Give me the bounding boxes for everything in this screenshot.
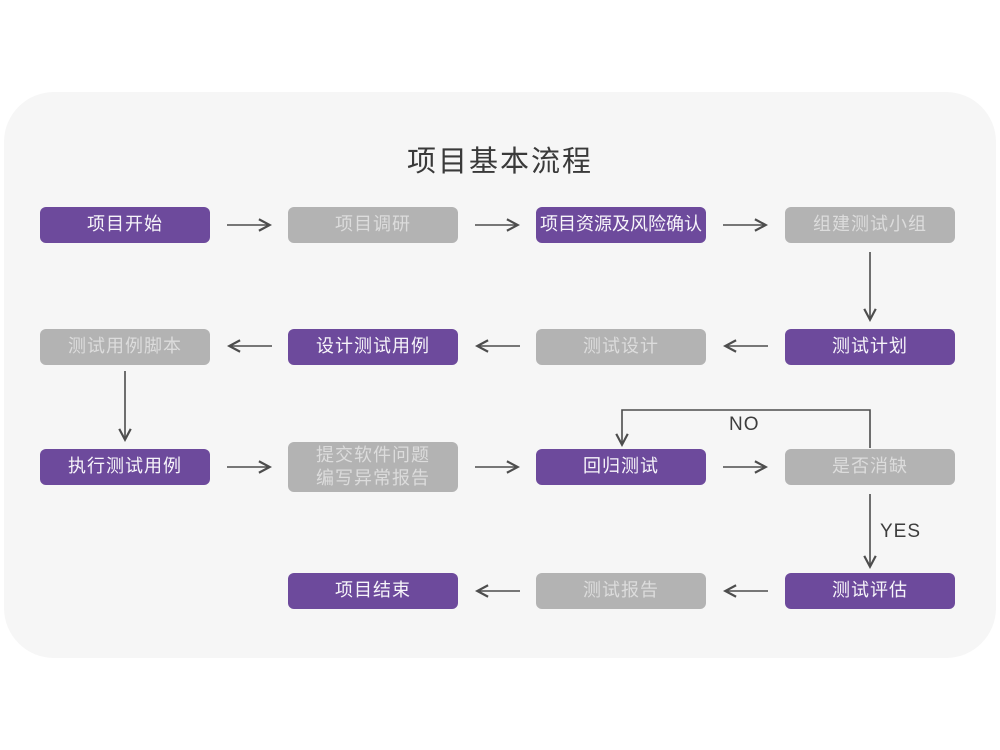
node-test-report: 测试报告 <box>536 573 706 609</box>
node-test-design: 测试设计 <box>536 329 706 365</box>
node-label: 项目资源及风险确认 <box>540 214 702 235</box>
node-label: 项目开始 <box>87 214 163 235</box>
node-defect-resolved: 是否消缺 <box>785 449 955 485</box>
node-label: 执行测试用例 <box>68 456 182 477</box>
flow-card <box>4 92 996 658</box>
node-project-research: 项目调研 <box>288 207 458 243</box>
edge-label-no: NO <box>729 414 760 435</box>
node-label: 测试设计 <box>583 336 659 357</box>
node-test-plan: 测试计划 <box>785 329 955 365</box>
node-label-line1: 提交软件问题 <box>316 444 430 465</box>
node-label: 设计测试用例 <box>316 336 430 357</box>
node-label: 回归测试 <box>583 456 659 477</box>
edge-label-yes: YES <box>880 521 922 542</box>
node-label: 项目结束 <box>335 580 411 601</box>
node-test-evaluation: 测试评估 <box>785 573 955 609</box>
node-label: 测试报告 <box>583 580 659 601</box>
node-label: 测试计划 <box>832 336 908 357</box>
node-label: 测试用例脚本 <box>68 336 182 357</box>
node-build-test-team: 组建测试小组 <box>785 207 955 243</box>
node-label: 项目调研 <box>335 214 411 235</box>
node-design-test-cases: 设计测试用例 <box>288 329 458 365</box>
node-project-start: 项目开始 <box>40 207 210 243</box>
node-execute-test-cases: 执行测试用例 <box>40 449 210 485</box>
node-project-resources-risk: 项目资源及风险确认 <box>536 207 706 243</box>
node-regression-test: 回归测试 <box>536 449 706 485</box>
node-label: 是否消缺 <box>832 456 908 477</box>
node-submit-issues-report: 提交软件问题 编写异常报告 <box>288 442 458 492</box>
node-label: 测试评估 <box>832 580 908 601</box>
node-label: 组建测试小组 <box>813 214 927 235</box>
node-test-case-scripts: 测试用例脚本 <box>40 329 210 365</box>
page-title: 项目基本流程 <box>406 146 593 178</box>
node-project-end: 项目结束 <box>288 573 458 609</box>
node-label-line2: 编写异常报告 <box>316 468 430 488</box>
